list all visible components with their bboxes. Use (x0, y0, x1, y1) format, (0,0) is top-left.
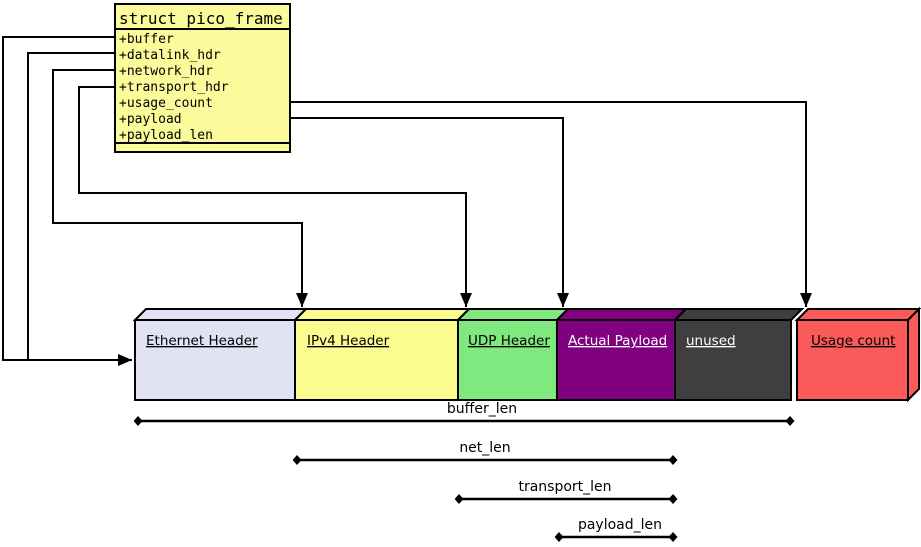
connector-network-hdr-arrow (52, 69, 308, 307)
struct-field-network-hdr: +network_hdr (119, 64, 213, 79)
struct-field-payload: +payload (119, 112, 182, 127)
connector-buffer-arrow (2, 36, 132, 366)
segment-usage-count: Usage count (794, 306, 921, 403)
segment-usage-count-right-face (907, 306, 920, 403)
segment-ethernet-header-front-face (134, 319, 296, 401)
segment-usage-count-top-face (794, 308, 921, 321)
segment-ethernet-header-label: Ethernet Header (146, 333, 258, 349)
buffer-segments: Ethernet Header IPv4 Header UDP Header A… (132, 306, 921, 403)
payload-len-label: payload_len (578, 517, 662, 533)
segment-actual-payload-top-face (554, 308, 689, 321)
struct-field-usage-count: +usage_count (119, 96, 213, 111)
segment-udp-header-front-face (457, 319, 558, 401)
segment-actual-payload-label: Actual Payload (568, 333, 667, 349)
segment-usage-count-front-face (796, 319, 909, 401)
measurement-net-len: net_len (297, 440, 673, 460)
segment-udp-header-top-face (455, 308, 571, 321)
connectors (2, 36, 812, 366)
segment-ipv4-header-top-face (292, 308, 472, 321)
struct-title: struct pico_frame (119, 9, 283, 28)
segment-actual-payload-front-face (556, 319, 676, 401)
segment-ethernet-header: Ethernet Header (132, 308, 309, 401)
transport-len-label: transport_len (518, 479, 611, 495)
measurement-payload-len: payload_len (559, 517, 673, 537)
segment-ipv4-header-front-face (294, 319, 459, 401)
struct-field-transport-hdr: +transport_hdr (119, 80, 229, 95)
struct-field-datalink-hdr: +datalink_hdr (119, 48, 221, 63)
connector-payload-arrow (290, 117, 569, 307)
net-len-label: net_len (459, 440, 510, 456)
segment-udp-header: UDP Header (455, 308, 571, 401)
segment-unused-label: unused (686, 333, 736, 349)
measurement-buffer-len: buffer_len (138, 401, 790, 421)
connector-usage-count-arrow (290, 101, 812, 307)
measurement-transport-len: transport_len (459, 479, 673, 499)
segment-ipv4-header-label: IPv4 Header (307, 333, 390, 349)
struct-fields: +buffer +datalink_hdr +network_hdr +tran… (119, 32, 229, 143)
struct-pico-frame-box: struct pico_frame +buffer +datalink_hdr … (114, 3, 291, 153)
buffer-len-label: buffer_len (447, 401, 517, 417)
segment-unused: unused (672, 308, 805, 401)
struct-field-payload-len: +payload_len (119, 128, 213, 143)
segment-udp-header-label: UDP Header (468, 333, 550, 349)
connector-datalink-hdr-arrow (27, 52, 115, 359)
struct-field-buffer: +buffer (119, 32, 174, 47)
measurements: buffer_len net_len transport_len payload… (138, 401, 790, 537)
segment-unused-top-face (672, 308, 805, 321)
segment-unused-front-face (674, 319, 792, 401)
segment-ipv4-header: IPv4 Header (292, 308, 472, 401)
segment-ethernet-header-top-face (132, 308, 309, 321)
connector-transport-hdr-arrow (78, 86, 472, 307)
segment-usage-count-label: Usage count (811, 333, 895, 349)
segment-actual-payload: Actual Payload (554, 308, 689, 401)
